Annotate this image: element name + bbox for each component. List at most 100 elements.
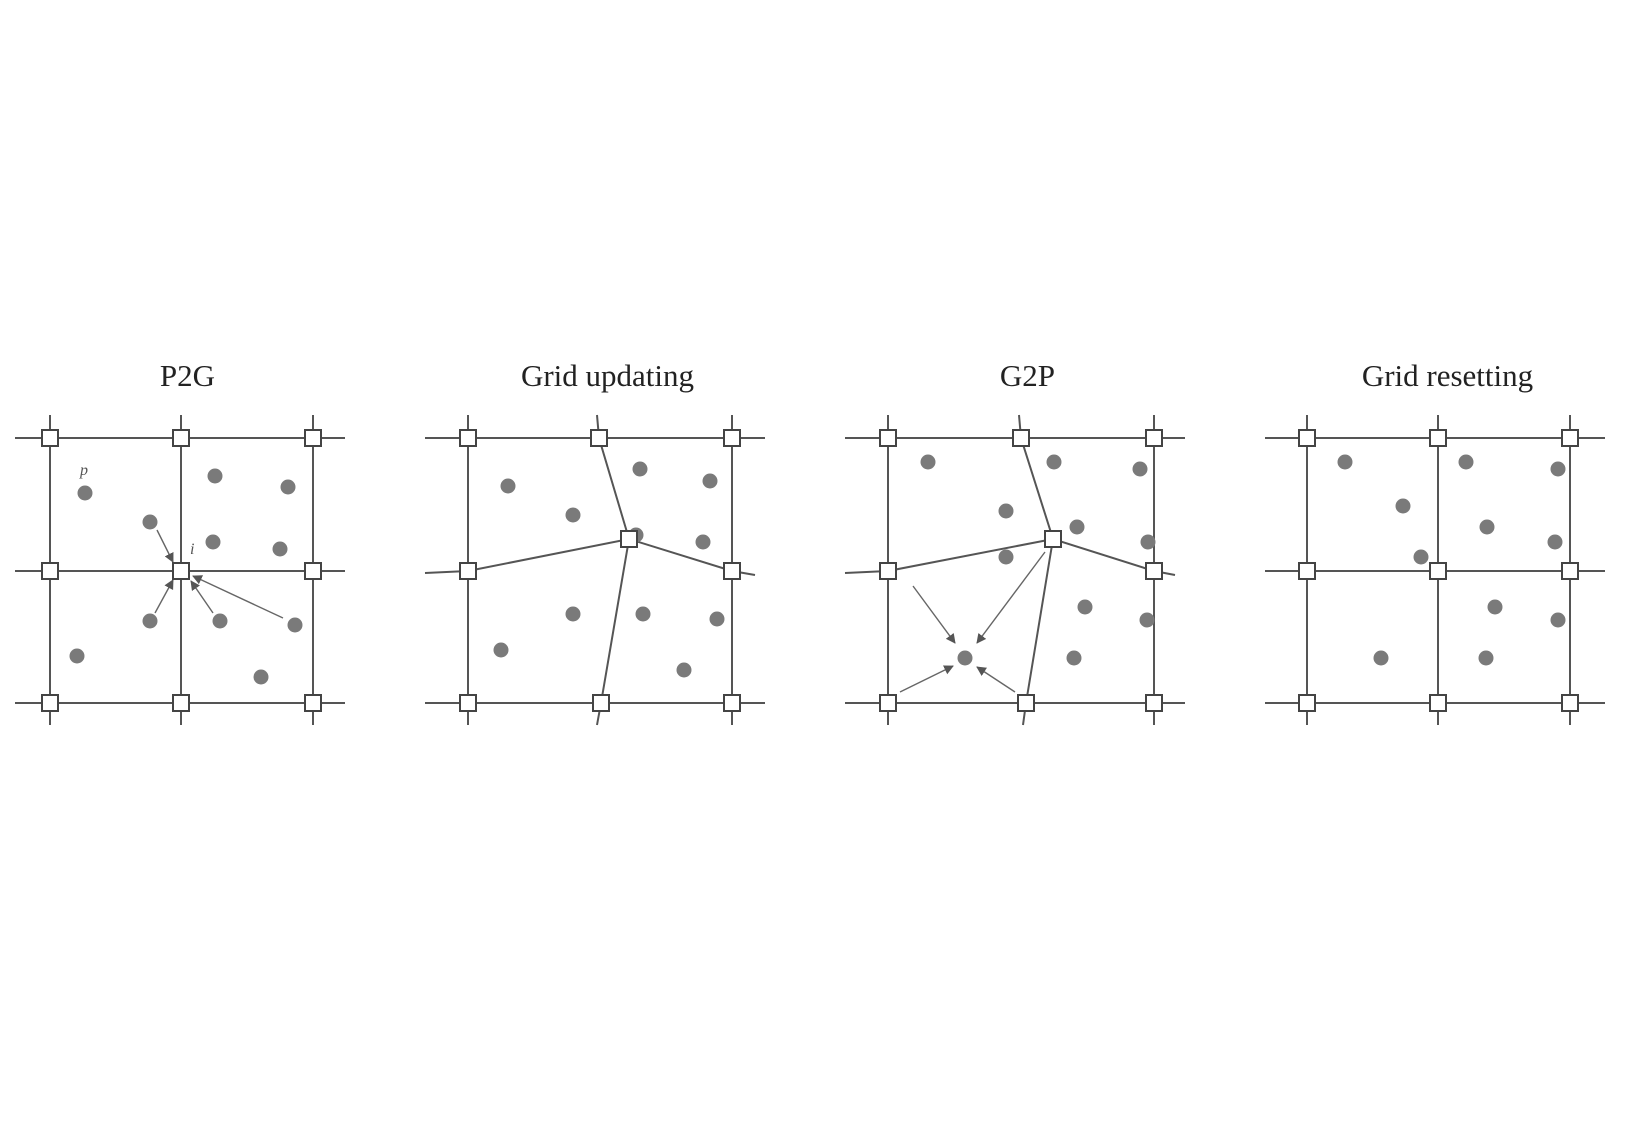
particle bbox=[1458, 454, 1474, 470]
grid-resetting-diagram bbox=[1265, 415, 1605, 725]
panel-title: Grid resetting bbox=[1361, 358, 1534, 393]
node-label: i bbox=[190, 541, 194, 558]
grid-node bbox=[592, 694, 610, 712]
grid-node bbox=[304, 562, 322, 580]
particle bbox=[1066, 650, 1082, 666]
grid-node bbox=[41, 429, 59, 447]
grid-node bbox=[1561, 429, 1579, 447]
p2g-diagram: p i bbox=[15, 415, 345, 725]
particle bbox=[1550, 461, 1566, 477]
particle bbox=[1478, 650, 1494, 666]
particle bbox=[280, 479, 296, 495]
grid-node bbox=[723, 694, 741, 712]
particle bbox=[253, 669, 269, 685]
panel-p2g: P2G p i bbox=[15, 360, 360, 780]
particle bbox=[635, 606, 651, 622]
particle bbox=[1550, 612, 1566, 628]
grid-node bbox=[41, 694, 59, 712]
particle bbox=[207, 468, 223, 484]
grid-node bbox=[1429, 694, 1447, 712]
particle bbox=[1479, 519, 1495, 535]
grid-node bbox=[304, 694, 322, 712]
arrow bbox=[899, 665, 954, 693]
particle bbox=[287, 617, 303, 633]
grid-node bbox=[41, 562, 59, 580]
particle bbox=[1337, 454, 1353, 470]
grid-node bbox=[1561, 562, 1579, 580]
panel-title: P2G bbox=[159, 358, 216, 393]
grid-node bbox=[1145, 429, 1163, 447]
particle bbox=[676, 662, 692, 678]
arrow bbox=[154, 579, 174, 614]
particle bbox=[695, 534, 711, 550]
particle-label: p bbox=[79, 462, 88, 479]
grid-node bbox=[459, 694, 477, 712]
grid-node bbox=[1298, 562, 1316, 580]
particle bbox=[1046, 454, 1062, 470]
grid-node bbox=[879, 694, 897, 712]
particle bbox=[565, 606, 581, 622]
grid-node bbox=[172, 694, 190, 712]
particle bbox=[998, 503, 1014, 519]
arrow bbox=[156, 529, 174, 563]
particle bbox=[1139, 612, 1155, 628]
panel-grid-resetting: Grid resetting bbox=[1265, 358, 1620, 780]
grid-node bbox=[304, 429, 322, 447]
arrow bbox=[976, 666, 1016, 693]
particle bbox=[77, 485, 93, 501]
particle bbox=[632, 461, 648, 477]
particle bbox=[1069, 519, 1085, 535]
grid-node bbox=[879, 429, 897, 447]
arrow bbox=[912, 585, 956, 644]
grid-node bbox=[172, 562, 190, 580]
grid-node bbox=[459, 562, 477, 580]
particle bbox=[1487, 599, 1503, 615]
grid-node bbox=[620, 530, 638, 548]
particle bbox=[1132, 461, 1148, 477]
particle bbox=[272, 541, 288, 557]
grid-node bbox=[723, 562, 741, 580]
deformed-grid-line bbox=[596, 414, 631, 726]
particle bbox=[1413, 549, 1429, 565]
particle bbox=[1077, 599, 1093, 615]
grid-node bbox=[723, 429, 741, 447]
arrow bbox=[192, 575, 284, 619]
particle bbox=[1395, 498, 1411, 514]
grid-node bbox=[459, 429, 477, 447]
panel-title: G2P bbox=[999, 358, 1056, 393]
panel-g2p: G2P bbox=[844, 358, 1200, 780]
grid-node bbox=[1298, 429, 1316, 447]
grid-node bbox=[1561, 694, 1579, 712]
particle bbox=[957, 650, 973, 666]
grid-node bbox=[879, 562, 897, 580]
grid-node bbox=[1429, 562, 1447, 580]
particle bbox=[205, 534, 221, 550]
particle bbox=[212, 613, 228, 629]
grid-node bbox=[590, 429, 608, 447]
particle bbox=[500, 478, 516, 494]
particle bbox=[702, 473, 718, 489]
grid-node bbox=[1012, 429, 1030, 447]
grid-node bbox=[1145, 562, 1163, 580]
particle bbox=[920, 454, 936, 470]
grid-updating-diagram bbox=[424, 414, 765, 726]
particle bbox=[1140, 534, 1156, 550]
grid-node bbox=[1017, 694, 1035, 712]
arrow bbox=[190, 580, 214, 614]
particle bbox=[493, 642, 509, 658]
particle bbox=[565, 507, 581, 523]
arrow bbox=[976, 551, 1046, 644]
particle bbox=[142, 514, 158, 530]
panel-grid-updating: Grid updating bbox=[424, 358, 780, 780]
particle bbox=[1373, 650, 1389, 666]
particle bbox=[1547, 534, 1563, 550]
particle bbox=[69, 648, 85, 664]
grid-node bbox=[1044, 530, 1062, 548]
panel-title: Grid updating bbox=[520, 358, 695, 393]
particle bbox=[998, 549, 1014, 565]
g2p-diagram bbox=[844, 414, 1185, 726]
grid-node bbox=[1429, 429, 1447, 447]
grid-node bbox=[1298, 694, 1316, 712]
particle bbox=[709, 611, 725, 627]
grid-node bbox=[172, 429, 190, 447]
